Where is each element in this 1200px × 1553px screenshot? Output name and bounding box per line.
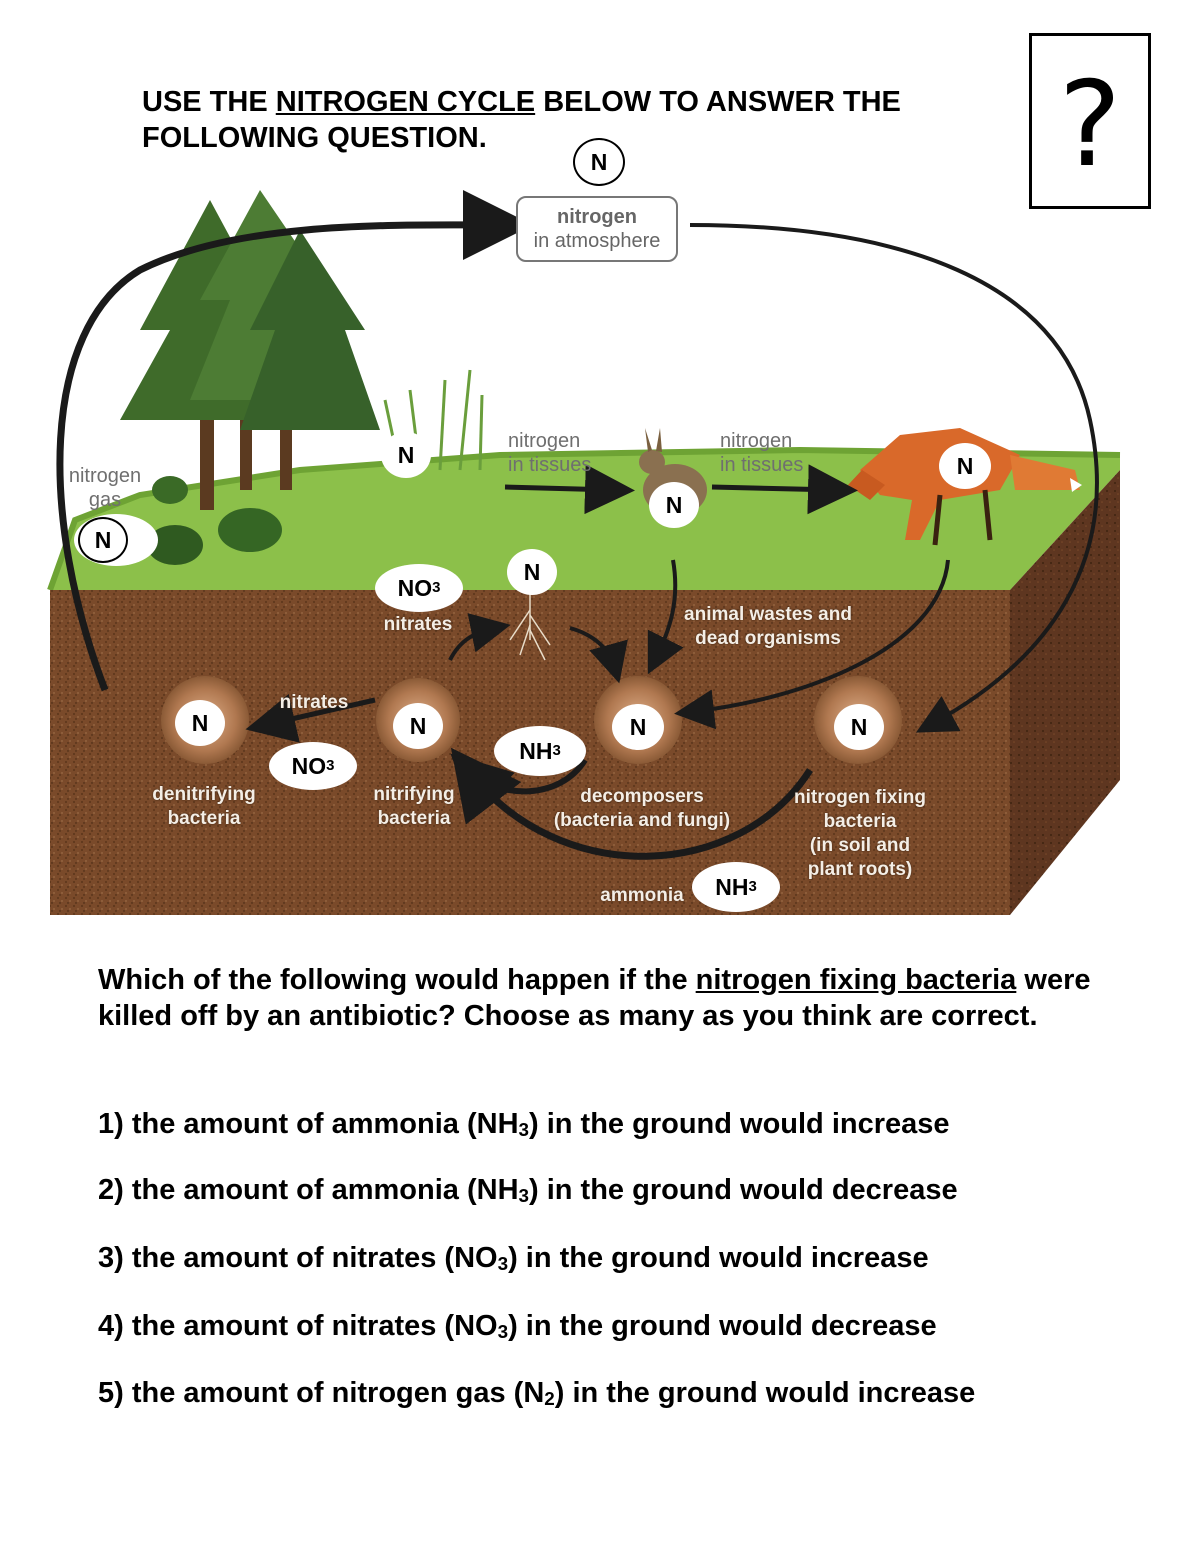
- n-rabbit-badge: N: [649, 482, 699, 528]
- animal-wastes-label: animal wastes and dead organisms: [684, 604, 852, 649]
- arrow-tissues-plant-rabbit: [504, 464, 635, 515]
- tissues-label-1: nitrogen in tissues: [508, 430, 592, 476]
- denitrifying-label: denitrifying bacteria: [152, 784, 256, 829]
- instruction-post: BELOW TO ANSWER THE FOLLOWING QUESTION.: [142, 86, 901, 154]
- question-underlined: nitrogen fixing bacteria: [695, 964, 1017, 996]
- n-root-badge: N: [507, 549, 557, 595]
- atmosphere-subtitle: in atmosphere: [533, 230, 661, 252]
- question-mark-box: ?: [1029, 33, 1151, 209]
- n-decomposers-badge: N: [612, 704, 664, 750]
- n-gas-badge-bg: N: [74, 514, 158, 566]
- forest: [120, 190, 380, 565]
- answer-option-1[interactable]: 1) the amount of ammonia (NH3) in the gr…: [98, 1108, 950, 1140]
- answer-option-2[interactable]: 2) the amount of ammonia (NH3) in the gr…: [98, 1174, 958, 1206]
- n-fixing-badge: N: [834, 704, 884, 750]
- question-text: Which of the following would happen if t…: [98, 964, 1091, 1032]
- cycle-arrows: [56, 189, 1099, 860]
- question-mark: ?: [1058, 55, 1122, 193]
- nitrifying-label: nitrifying bacteria: [373, 784, 455, 829]
- arrow-rabbit-to-decomposers: [647, 559, 684, 675]
- n-gas-badge: N: [78, 517, 128, 563]
- n-atmosphere-badge: N: [573, 138, 625, 186]
- arrow-nitrify-to-plant: [448, 613, 511, 661]
- arrow-nitrify-to-denitrify: [245, 693, 376, 743]
- fixing-label: nitrogen fixing bacteria (in soil and pl…: [794, 787, 926, 880]
- n-denitrifying-badge: N: [175, 700, 225, 746]
- arrow-fixing-to-nitrify: [450, 747, 813, 860]
- ammonia-label: ammonia: [600, 885, 684, 906]
- arrow-tissues-rabbit-fox: [711, 464, 858, 515]
- arrow-atmosphere-to-fixing: [689, 223, 1099, 733]
- tissues-label-2: nitrogen in tissues: [720, 430, 804, 476]
- n-nitrifying-badge: N: [393, 703, 443, 749]
- decomposers-label: decomposers (bacteria and fungi): [553, 786, 731, 831]
- n-plant-badge: N: [381, 432, 431, 478]
- instruction-pre: USE THE: [142, 86, 276, 118]
- answer-option-5[interactable]: 5) the amount of nitrogen gas (N2) in th…: [98, 1377, 976, 1409]
- answer-option-4[interactable]: 4) the amount of nitrates (NO3) in the g…: [98, 1310, 937, 1342]
- nitrates-upper-label: nitrates: [383, 614, 453, 635]
- arrow-plant-to-decomposers: [569, 626, 628, 684]
- nitrates-lower-label: nitrates: [279, 692, 349, 713]
- nitrogen-gas-label: nitrogen gas: [68, 465, 142, 511]
- answer-option-3[interactable]: 3) the amount of nitrates (NO3) in the g…: [98, 1242, 929, 1274]
- atmosphere-box: nitrogen in atmosphere: [516, 196, 678, 262]
- arrow-denitrify-to-atmosphere: [56, 189, 533, 692]
- arrow-fox-to-decomposers: [674, 559, 950, 730]
- soil-side: [1010, 470, 1120, 915]
- instruction-underlined: NITROGEN CYCLE: [275, 86, 536, 118]
- atmosphere-title: nitrogen: [557, 206, 637, 228]
- n-fox-badge: N: [939, 443, 991, 489]
- instruction-heading: USE THE NITROGEN CYCLE BELOW TO ANSWER T…: [142, 84, 1002, 156]
